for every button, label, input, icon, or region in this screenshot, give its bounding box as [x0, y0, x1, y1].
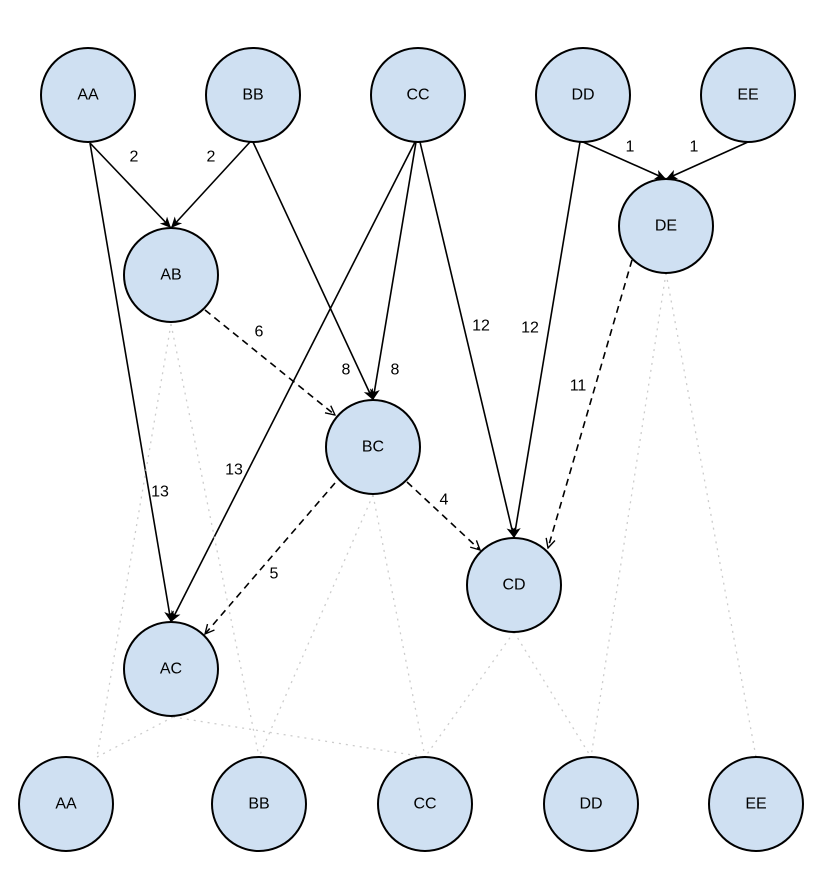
- edge-de-to-bot-ee: [665, 272, 757, 758]
- node-circle: [40, 47, 136, 143]
- node-ac: AC: [123, 621, 219, 717]
- edge-bc-to-bot-bb: [258, 494, 374, 758]
- edge-weight-label: 2: [207, 149, 216, 166]
- edge-weight-label: 6: [255, 324, 264, 341]
- node-label: AA: [77, 87, 99, 104]
- node-de: DE: [618, 178, 714, 274]
- node-label: BB: [242, 87, 263, 104]
- edge-weight-label: 11: [570, 378, 587, 395]
- edge-top-cc-to-bc: [369, 141, 417, 401]
- node-circle: [325, 399, 421, 495]
- edge-weight-label: 13: [151, 484, 169, 501]
- edge-weight-label: 12: [472, 318, 490, 335]
- node-circle: [377, 756, 473, 852]
- edge-weight-label: 1: [626, 139, 635, 156]
- node-top-aa: AA: [40, 47, 136, 143]
- node-ab: AB: [123, 227, 219, 323]
- node-label: BC: [362, 439, 384, 456]
- node-label: DD: [571, 87, 594, 104]
- edge-top-bb-to-bc: [252, 141, 374, 401]
- node-bc: BC: [325, 399, 421, 495]
- node-top-cc: CC: [370, 47, 466, 143]
- edge-top-aa-to-ab: [89, 142, 172, 229]
- node-bot-bb: BB: [211, 756, 307, 852]
- edge-bc-to-ac: [205, 482, 336, 634]
- node-circle: [18, 756, 114, 852]
- node-top-ee: EE: [700, 47, 796, 143]
- node-label: EE: [737, 87, 758, 104]
- nodes-layer: AA BB CC DD EE AB DE BC CD AC AA BB CC DD EE: [18, 47, 804, 852]
- node-label: AC: [160, 661, 182, 678]
- node-bot-dd: DD: [543, 756, 639, 852]
- edge-top-ee-to-de: [665, 141, 749, 180]
- node-label: EE: [745, 796, 766, 813]
- node-top-bb: BB: [205, 47, 301, 143]
- edge-bc-to-cd: [406, 481, 480, 550]
- edge-top-bb-to-ab: [170, 141, 251, 229]
- node-bot-aa: AA: [18, 756, 114, 852]
- node-circle: [618, 178, 714, 274]
- edge-top-cc-to-cd: [419, 141, 517, 539]
- node-top-dd: DD: [535, 47, 631, 143]
- edge-cd-to-bot-dd: [513, 631, 592, 758]
- edges-layer: [89, 141, 757, 758]
- node-circle: [205, 47, 301, 143]
- node-cd: CD: [466, 537, 562, 633]
- node-circle: [123, 621, 219, 717]
- edge-weight-label: 5: [270, 566, 279, 583]
- node-bot-ee: EE: [708, 756, 804, 852]
- node-circle: [123, 227, 219, 323]
- edge-top-dd-to-cd: [510, 141, 581, 539]
- edge-de-to-bot-dd: [590, 272, 667, 758]
- edge-ac-to-bot-aa: [96, 716, 174, 758]
- node-label: CC: [413, 796, 436, 813]
- edge-weight-label: 12: [521, 320, 539, 337]
- edge-weight-label: 1: [690, 139, 699, 156]
- edge-top-aa-to-ac: [89, 142, 175, 623]
- edge-cd-to-bot-cc: [424, 631, 515, 758]
- node-circle: [370, 47, 466, 143]
- node-bot-cc: CC: [377, 756, 473, 852]
- edge-weight-label: 8: [342, 362, 351, 379]
- edge-ab-to-bc: [204, 309, 335, 415]
- edge-de-to-cd: [548, 259, 633, 548]
- node-circle: [700, 47, 796, 143]
- edge-weight-label: 13: [225, 462, 243, 479]
- node-label: CC: [406, 87, 429, 104]
- edge-ac-to-bot-cc: [172, 716, 426, 758]
- edge-top-dd-to-de: [582, 141, 667, 180]
- node-circle: [535, 47, 631, 143]
- edge-weight-label: 2: [130, 149, 139, 166]
- node-label: CD: [502, 577, 525, 594]
- node-label: AA: [55, 796, 77, 813]
- node-label: AB: [160, 267, 181, 284]
- node-circle: [466, 537, 562, 633]
- node-label: DD: [579, 796, 602, 813]
- node-label: DE: [655, 218, 677, 235]
- edge-weight-label: 8: [391, 362, 400, 379]
- node-circle: [708, 756, 804, 852]
- edge-weight-label: 4: [440, 492, 449, 509]
- edge-bc-to-bot-cc: [372, 494, 426, 758]
- node-circle: [543, 756, 639, 852]
- node-label: BB: [248, 796, 269, 813]
- node-circle: [211, 756, 307, 852]
